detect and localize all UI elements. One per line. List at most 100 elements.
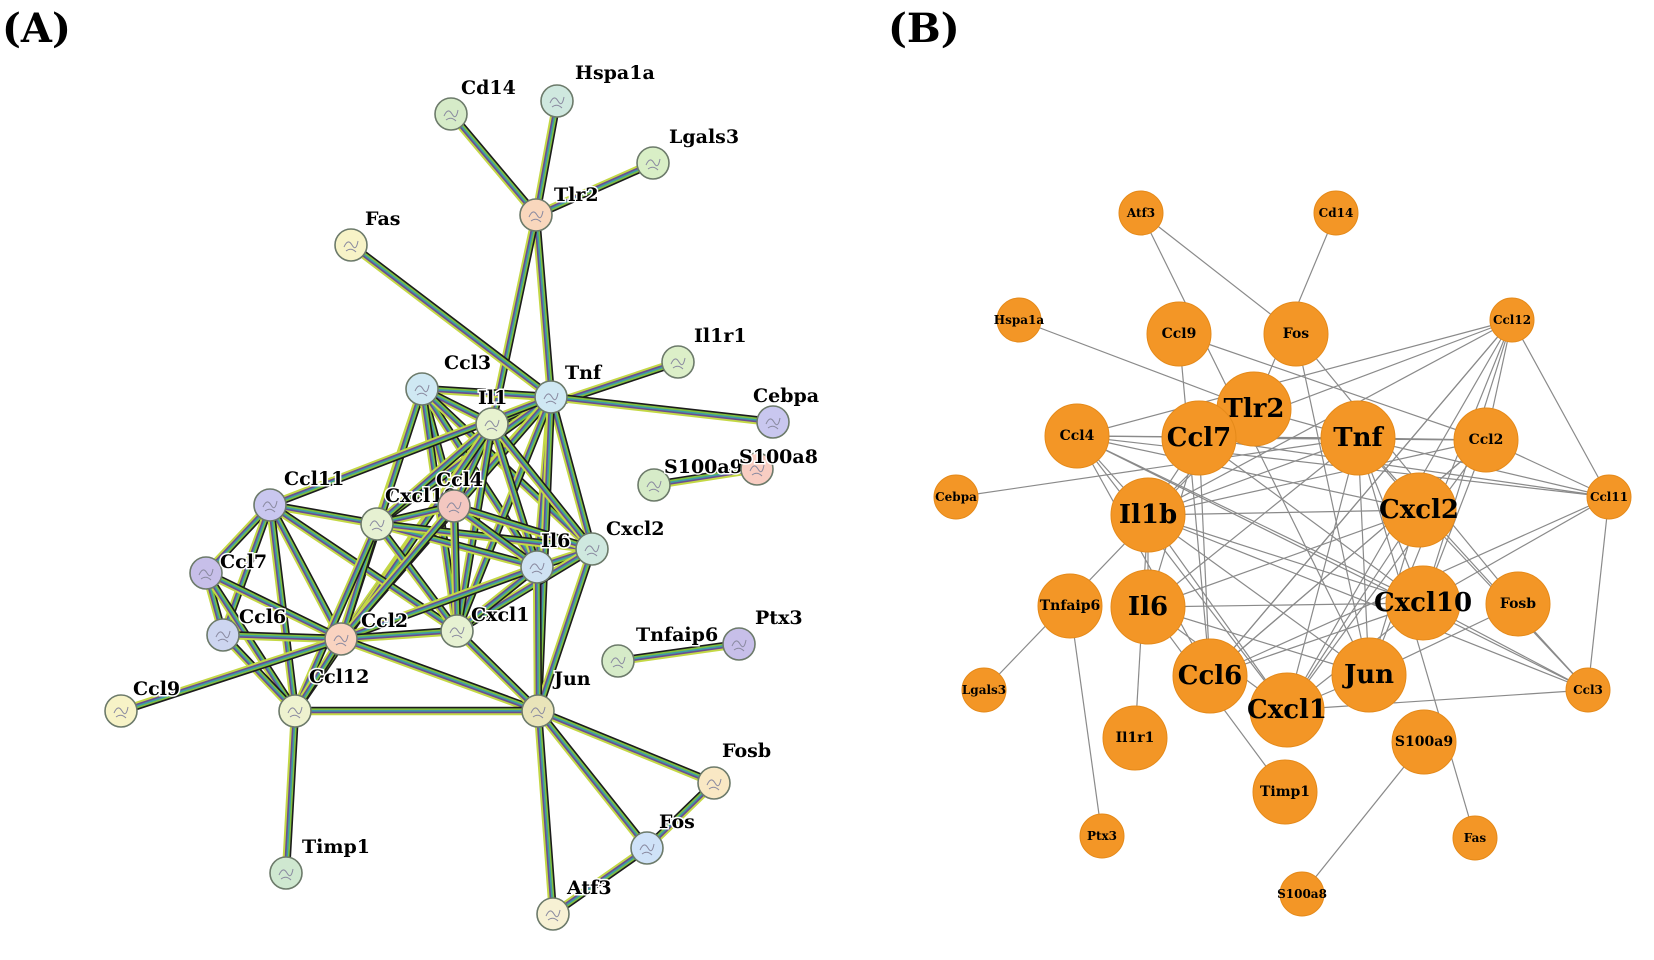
hub-node-ccl9: Ccl9 [1146, 301, 1212, 367]
edge-tnf-ccl3 [1357, 437, 1589, 691]
edge-tnfaip6-ptx3 [1069, 605, 1103, 837]
edge-ccl6-ccl12 [219, 631, 299, 715]
protein-structure-glyph [113, 706, 129, 719]
hub-node-fos: Fos [1263, 301, 1329, 367]
edge-ccl11-cxcl10 [268, 500, 379, 529]
node-label-ccl7: Ccl7 [220, 551, 267, 573]
edge-tnf-jun [1357, 437, 1370, 676]
protein-structure-glyph [528, 210, 544, 223]
hub-node-label-timp1: Timp1 [1260, 784, 1310, 800]
hub-node-il6: Il6 [1110, 569, 1186, 645]
hub-node-label-il6: Il6 [1128, 592, 1168, 622]
hub-node-label-jun: Jun [1342, 660, 1394, 690]
protein-structure-glyph [670, 357, 686, 370]
hub-node-ccl4: Ccl4 [1044, 403, 1110, 469]
node-label-jun: Jun [552, 668, 591, 690]
protein-structure-glyph [343, 240, 359, 253]
edge-ccl3-ccl4 [1076, 435, 1589, 691]
node-label-tnfaip6: Tnfaip6 [636, 624, 718, 646]
node-label-ccl2: Ccl2 [361, 610, 408, 632]
node-ccl3: Ccl3 [405, 351, 493, 406]
node-label-ptx3: Ptx3 [755, 607, 803, 629]
hub-node-il1b: Il1b [1110, 477, 1186, 553]
node-jun: Jun [521, 667, 592, 728]
hub-node-cxcl1: Cxcl1 [1247, 672, 1327, 748]
hub-node-ccl3: Ccl3 [1565, 667, 1611, 713]
protein-structure-glyph [545, 909, 561, 922]
hub-node-hspa1a: Hspa1a [994, 297, 1045, 343]
protein-structure-glyph [749, 464, 765, 477]
edge-cxcl10-cxcl1 [373, 521, 461, 634]
node-label-il6: Il6 [541, 530, 570, 552]
node-label-lgals3: Lgals3 [669, 126, 739, 148]
hub-node-label-tnf: Tnf [1333, 423, 1384, 453]
hub-node-label-cxcl2: Cxcl2 [1379, 495, 1459, 525]
protein-structure-glyph [584, 544, 600, 557]
protein-structure-glyph [262, 500, 278, 513]
hub-node-ccl12: Ccl12 [1489, 297, 1535, 343]
edge-il6-cxcl2 [1147, 509, 1420, 608]
node-il6: Il6 [520, 529, 572, 584]
edge-fos-atf3 [550, 844, 650, 918]
node-label-cxcl1: Cxcl1 [471, 604, 529, 626]
edge-il6-ccl2 [338, 562, 540, 644]
hub-node-label-ccl6: Ccl6 [1178, 661, 1243, 691]
edge-ccl12-ccl4 [1076, 319, 1513, 437]
node-label-tnf: Tnf [565, 362, 603, 384]
hub-node-label-il1r1: Il1r1 [1116, 730, 1155, 746]
hub-node-label-ccl9: Ccl9 [1162, 326, 1197, 342]
edge-ccl12-ccl6 [1209, 319, 1513, 677]
edge-ccl2-ccl9 [119, 634, 343, 716]
node-label-cxcl2: Cxcl2 [606, 518, 664, 540]
node-fosb: Fosb [697, 739, 773, 800]
edge-ccl3-ccl11 [1587, 496, 1610, 691]
protein-structure-glyph [610, 656, 626, 669]
edge-cxcl10-ccl6 [1209, 602, 1424, 677]
edge-il1b-ccl3 [1147, 514, 1589, 691]
hub-node-fosb: Fosb [1485, 571, 1551, 637]
hub-node-label-fosb: Fosb [1500, 596, 1536, 612]
protein-structure-glyph [646, 480, 662, 493]
node-ccl7: Ccl7 [189, 550, 269, 590]
hub-node-tlr2: Tlr2 [1216, 371, 1292, 447]
hub-node-timp1: Timp1 [1252, 759, 1318, 825]
hub-node-ccl6: Ccl6 [1172, 638, 1248, 714]
edge-ccl2-cxcl1 [1286, 439, 1487, 711]
hub-node-label-ccl11: Ccl11 [1590, 490, 1628, 504]
protein-structure-glyph [369, 519, 385, 532]
node-tnfaip6: Tnfaip6 [601, 623, 720, 678]
hub-node-label-ccl3: Ccl3 [1573, 683, 1603, 697]
edge-ccl11-ccl2 [266, 502, 345, 642]
node-ccl9: Ccl9 [104, 677, 182, 728]
hub-node-lgals3: Lgals3 [961, 667, 1007, 713]
edge-ccl9-ccl2 [1178, 333, 1487, 441]
hub-node-label-fos: Fos [1283, 326, 1310, 342]
node-timp1: Timp1 [269, 835, 371, 890]
protein-structure-glyph [278, 868, 294, 881]
protein-structure-glyph [530, 706, 546, 719]
node-label-fos: Fos [659, 811, 695, 833]
protein-structure-glyph [765, 417, 781, 430]
node-s100a8: S100a8 [738, 445, 819, 486]
node-label-cebpa: Cebpa [753, 385, 819, 407]
hub-node-label-tlr2: Tlr2 [1223, 394, 1284, 424]
node-label-fas: Fas [365, 208, 400, 230]
node-hspa1a: Hspa1a [540, 61, 656, 118]
edge-cd14-tlr2 [447, 110, 540, 219]
node-label-timp1: Timp1 [302, 836, 370, 858]
protein-structure-glyph [549, 96, 565, 109]
edge-ccl4-cxcl1 [449, 504, 462, 633]
edge-jun-atf3 [533, 709, 558, 916]
protein-structure-glyph [484, 419, 500, 432]
hub-node-atf3: Atf3 [1118, 190, 1164, 236]
panel-a-label: (A) [2, 5, 71, 52]
node-label-tlr2: Tlr2 [554, 184, 599, 206]
edge-jun-fos [534, 708, 651, 851]
panel-a: (A) Cd14Hspa1aLgals3Tlr2FasIl1r1TnfCcl3I… [2, 5, 821, 931]
node-tnf: Tnf [534, 361, 604, 414]
protein-structure-glyph [215, 630, 231, 643]
hub-node-label-hspa1a: Hspa1a [994, 313, 1045, 327]
edge-ccl4-ccl2 [1076, 435, 1487, 441]
